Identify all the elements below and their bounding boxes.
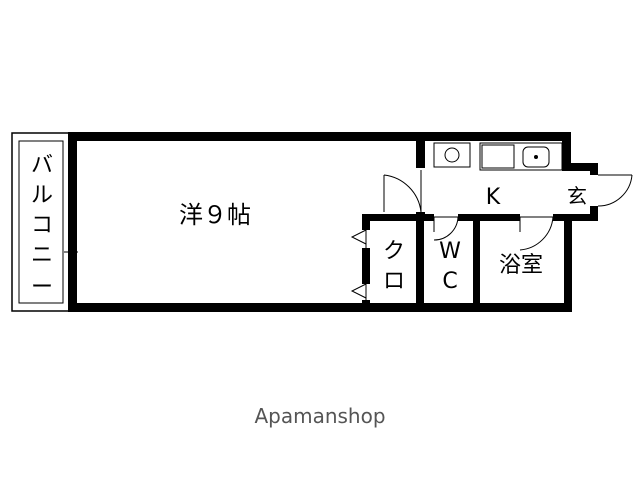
western-room-label: 洋９帖 [179,201,251,229]
svg-text:ル: ル [31,183,53,208]
doors [350,170,633,300]
svg-text:コ: コ [31,213,53,238]
bathroom-label: 浴室 [499,253,543,278]
kitchen-label: K [486,185,501,210]
toilet-label: W C [439,239,461,294]
interior-walls [362,132,572,312]
svg-text:ロ: ロ [383,269,405,294]
exterior-walls [68,132,598,312]
entrance-label: 玄 [567,184,587,208]
balcony-label: バ ル コ ニ ー [31,153,53,300]
svg-text:ニ: ニ [31,243,53,268]
svg-text:ー: ー [31,275,53,300]
closet-label: ク ロ [383,239,405,294]
kitchen-fixtures [433,142,563,171]
brand-watermark: Apamanshop [254,404,385,428]
svg-text:C: C [442,269,457,294]
svg-text:W: W [439,239,461,264]
svg-text:ク: ク [383,239,405,264]
svg-text:バ: バ [31,153,53,178]
